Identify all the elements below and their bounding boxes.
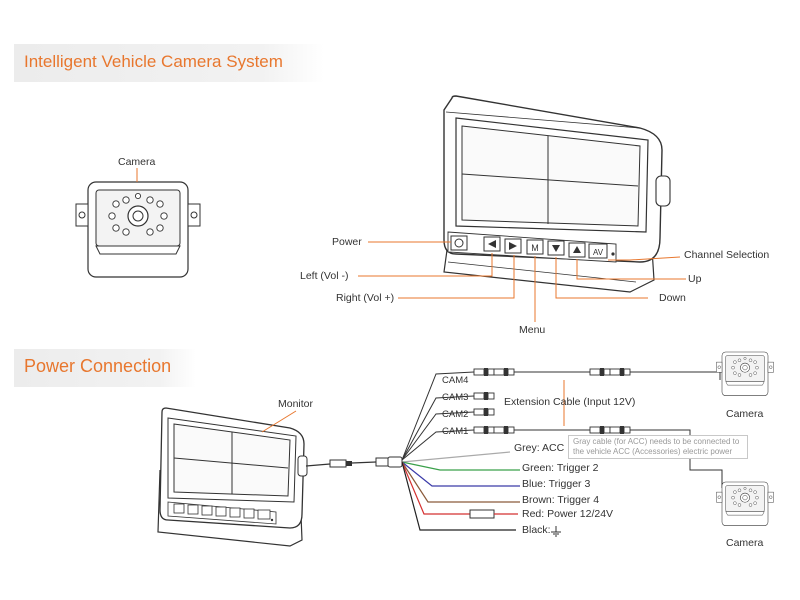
av-button-icon: AV xyxy=(588,243,608,259)
left-button-icon xyxy=(483,236,501,252)
monitor-cable xyxy=(305,456,403,468)
red-power-label: Red: Power 12/24V xyxy=(522,508,614,520)
cam-wires xyxy=(401,371,475,461)
monitor-leader-line xyxy=(261,410,297,433)
section-title-power: Power Connection xyxy=(24,356,172,376)
power-wires xyxy=(401,451,520,531)
cam1-label: CAM1 xyxy=(442,426,469,437)
section-banner-system: Intelligent Vehicle Camera System xyxy=(14,44,324,82)
section-banner-power: Power Connection xyxy=(14,349,196,387)
right-vol-label: Right (Vol +) xyxy=(336,292,395,304)
fuse-icon xyxy=(469,509,518,519)
camera-label: Camera xyxy=(118,156,156,168)
camera-bottom-label: Camera xyxy=(726,537,764,549)
camera-illustration xyxy=(75,181,201,278)
power-button-icon xyxy=(450,235,468,251)
brown-trigger-label: Brown: Trigger 4 xyxy=(522,494,600,506)
up-label: Up xyxy=(688,273,702,285)
monitor-illustration xyxy=(443,95,671,293)
menu-label: Menu xyxy=(519,324,546,336)
camera-top-illustration xyxy=(716,351,774,396)
left-vol-label: Left (Vol -) xyxy=(300,270,349,282)
svg-text:M: M xyxy=(531,243,539,253)
monitor-label: Monitor xyxy=(278,398,314,410)
extension-cable-label: Extension Cable (Input 12V) xyxy=(504,396,636,408)
section-title-system: Intelligent Vehicle Camera System xyxy=(24,52,283,71)
blue-trigger-label: Blue: Trigger 3 xyxy=(522,478,591,490)
cam3-label: CAM3 xyxy=(442,392,469,403)
camera-cables xyxy=(630,371,723,488)
right-button-icon xyxy=(504,238,522,254)
callout-lines xyxy=(358,241,686,322)
cam4-label: CAM4 xyxy=(442,375,469,386)
green-trigger-label: Green: Trigger 2 xyxy=(522,462,599,474)
extension-cables xyxy=(514,371,590,431)
monitor-small-illustration xyxy=(157,407,308,547)
black-ground-label: Black: xyxy=(522,524,551,536)
up-button-icon xyxy=(568,242,586,258)
channel-selection-label: Channel Selection xyxy=(684,249,770,261)
camera-bottom-illustration xyxy=(716,481,774,526)
down-button-icon xyxy=(547,240,565,256)
ground-icon xyxy=(551,526,561,537)
power-label: Power xyxy=(332,236,362,248)
svg-text:AV: AV xyxy=(593,248,604,257)
menu-button-icon: M xyxy=(526,239,544,255)
down-label: Down xyxy=(659,292,686,304)
camera-top-label: Camera xyxy=(726,408,764,420)
grey-acc-label: Grey: ACC xyxy=(514,442,565,454)
cam2-label: CAM2 xyxy=(442,409,469,420)
acc-note: Gray cable (for ACC) needs to be connect… xyxy=(568,435,748,459)
